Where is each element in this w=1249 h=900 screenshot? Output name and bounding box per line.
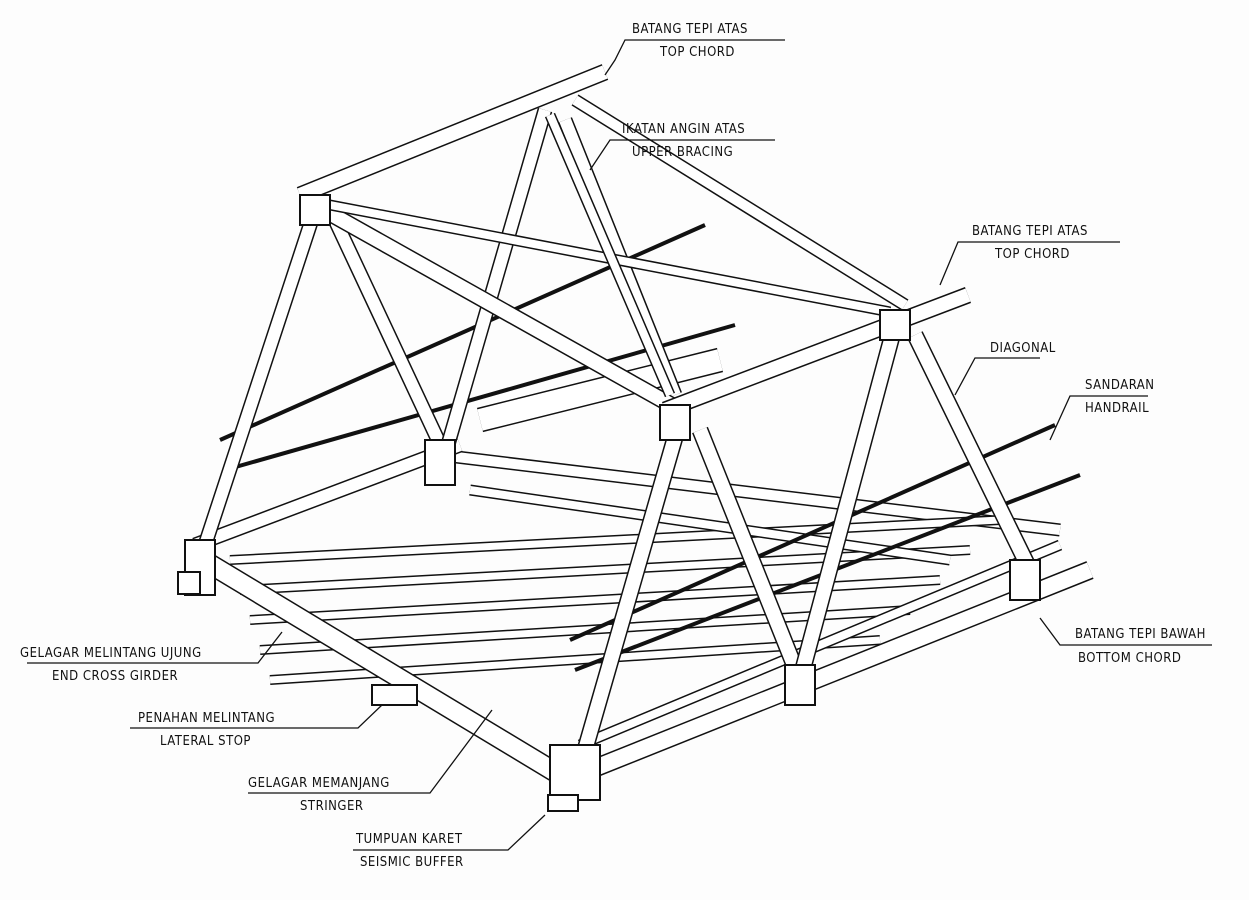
seismic-buffer <box>177 571 201 595</box>
label-text-id: PENAHAN MELINTANG <box>138 711 275 726</box>
label-text-id: BATANG TEPI ATAS <box>632 22 748 37</box>
top-chord-left <box>296 64 609 203</box>
diagonal <box>576 417 689 753</box>
label-text-id: DIAGONAL <box>990 341 1056 356</box>
label-text-en: SEISMIC BUFFER <box>360 855 464 870</box>
upper-cross-beam <box>310 197 685 418</box>
gusset-plate <box>424 439 456 486</box>
leader-line <box>1049 395 1148 441</box>
label-stringer: GELAGAR MEMANJANG STRINGER <box>248 709 493 814</box>
upper-bracing <box>544 112 676 398</box>
cross-beam <box>469 484 951 566</box>
left-bottom-chord <box>192 437 463 553</box>
end-cross-girder <box>189 546 566 784</box>
leader-line <box>589 139 775 171</box>
label-text-id: GELAGAR MEMANJANG <box>248 776 390 791</box>
diagonal <box>197 207 323 548</box>
label-diagonal: DIAGONAL <box>954 341 1056 396</box>
gusset-plate <box>659 404 691 441</box>
leader-line <box>604 39 785 76</box>
label-text-en: HANDRAIL <box>1085 401 1149 416</box>
label-handrail: SANDARAN HANDRAIL <box>1049 378 1155 441</box>
leader-line <box>353 814 546 851</box>
stringer <box>229 515 1001 565</box>
stringer <box>239 545 971 595</box>
upper-cross-beam <box>571 94 909 311</box>
leader-line <box>248 709 493 794</box>
gusset-plate <box>299 194 331 226</box>
label-bottom-chord: BATANG TEPI BAWAH BOTTOM CHORD <box>1039 617 1212 666</box>
label-end-cross-girder: GELAGAR MELINTANG UJUNG END CROSS GIRDER <box>20 631 283 684</box>
leader-line <box>939 241 1120 286</box>
label-lateral-stop: PENAHAN MELINTANG LATERAL STOP <box>130 704 383 749</box>
leader-line <box>27 631 283 664</box>
truss-members <box>177 64 1094 812</box>
label-seismic-buffer: TUMPUAN KARET SEISMIC BUFFER <box>353 814 546 870</box>
label-text-id: TUMPUAN KARET <box>355 832 463 847</box>
leader-line <box>954 357 1040 396</box>
gusset-plate <box>549 744 601 801</box>
gusset-plate <box>1009 559 1041 601</box>
diagonal <box>907 331 1038 574</box>
label-upper-bracing: IKATAN ANGIN ATAS UPPER BRACING <box>589 122 775 171</box>
gusset-plate <box>879 309 911 341</box>
top-chord-right <box>661 287 972 418</box>
bottom-chord-inner <box>577 539 1063 751</box>
label-top-chord-upper: BATANG TEPI ATAS TOP CHORD <box>604 22 785 76</box>
label-text-id: BATANG TEPI BAWAH <box>1075 627 1206 642</box>
label-text-en: END CROSS GIRDER <box>52 669 178 684</box>
label-top-chord-right: BATANG TEPI ATAS TOP CHORD <box>939 224 1120 286</box>
lateral-stop <box>371 684 418 706</box>
leader-line <box>130 704 383 729</box>
label-text-en: BOTTOM CHORD <box>1078 651 1181 666</box>
label-text-id: IKATAN ANGIN ATAS <box>622 122 745 137</box>
diagonal <box>437 107 553 458</box>
seismic-buffer <box>547 794 579 812</box>
leader-line <box>1039 617 1212 646</box>
label-text-en: LATERAL STOP <box>160 734 251 749</box>
diagonal <box>328 216 452 459</box>
deck-slab <box>476 347 724 433</box>
label-text-id: BATANG TEPI ATAS <box>972 224 1088 239</box>
gusset-plate <box>784 664 816 706</box>
label-text-en: TOP CHORD <box>659 45 735 60</box>
diagonal <box>692 426 808 684</box>
label-text-id: SANDARAN <box>1085 378 1155 393</box>
label-text-en: STRINGER <box>300 799 363 814</box>
diagonal <box>791 322 904 683</box>
label-text-id: GELAGAR MELINTANG UJUNG <box>20 646 202 661</box>
stringer <box>259 605 911 655</box>
label-text-en: TOP CHORD <box>994 247 1070 262</box>
label-text-en: UPPER BRACING <box>632 145 733 160</box>
bottom-chord <box>561 561 1094 789</box>
